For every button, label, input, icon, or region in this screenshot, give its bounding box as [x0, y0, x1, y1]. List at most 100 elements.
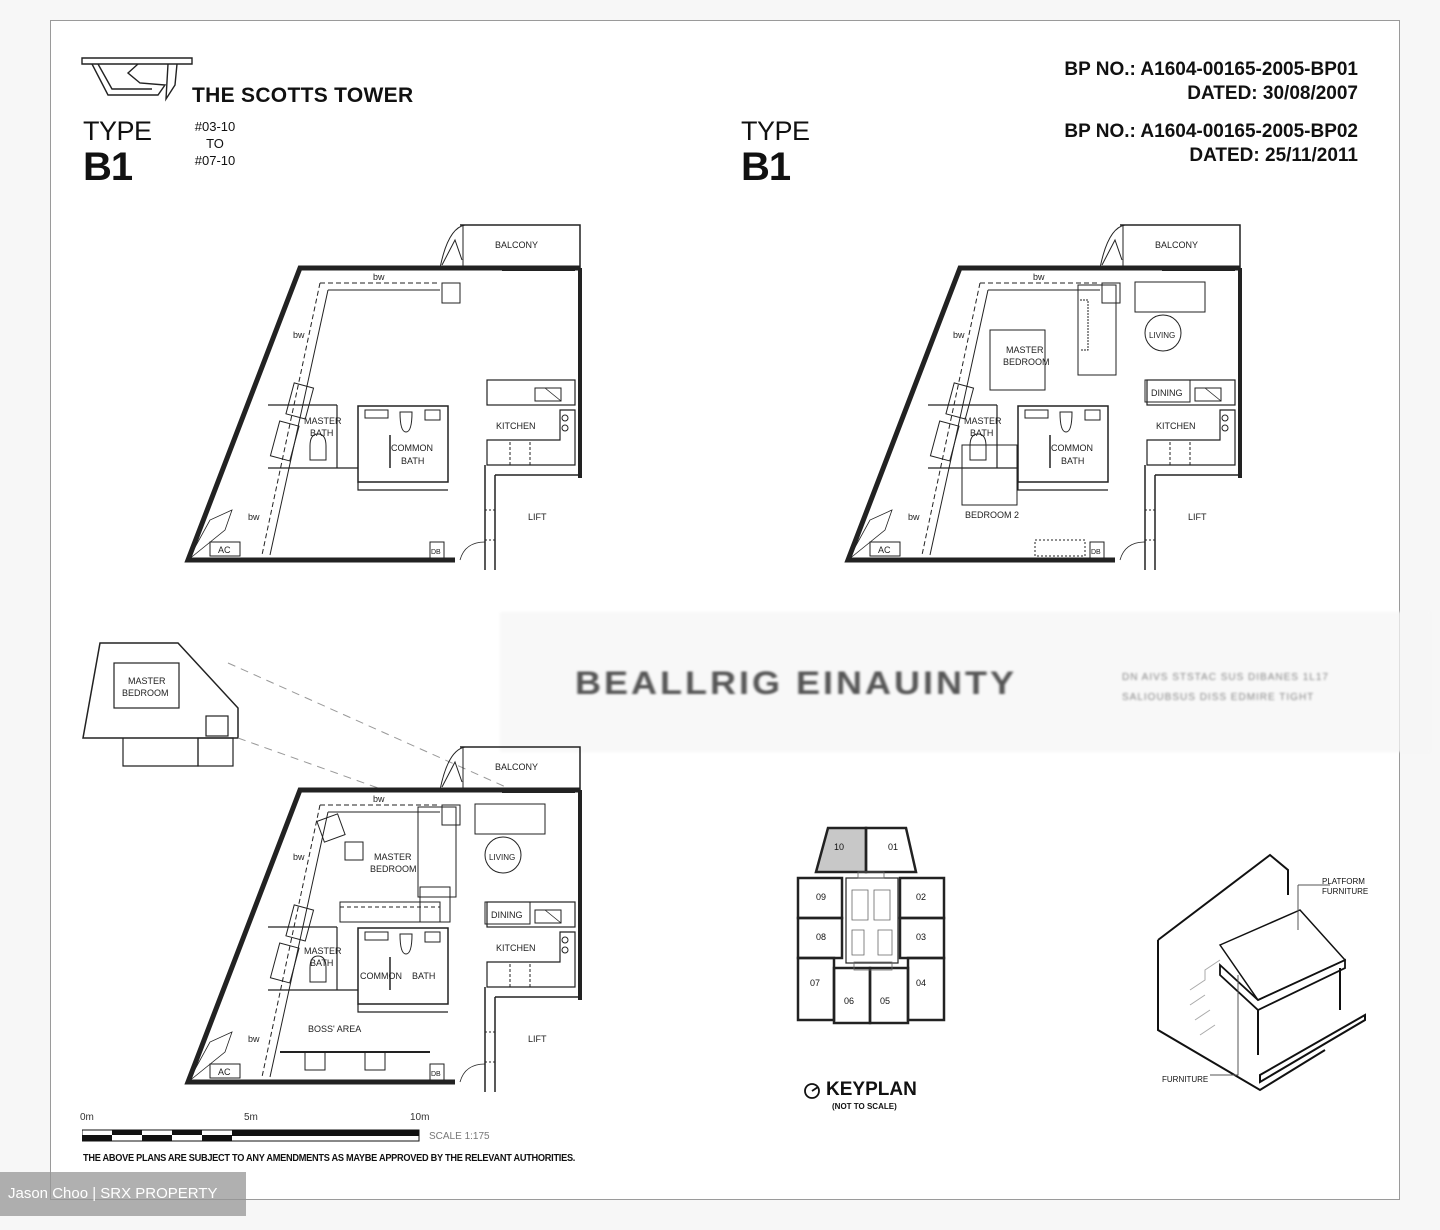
bp-date: DATED: 25/11/2011 — [1189, 145, 1358, 166]
keyplan-unit: 07 — [810, 978, 821, 988]
label-kitchen: KITCHEN — [496, 943, 536, 953]
label-ac: AC — [218, 1067, 231, 1077]
platform-inset: MASTER BEDROOM — [82, 642, 509, 788]
keyplan-unit: 03 — [916, 932, 927, 942]
label-bw: bw — [373, 272, 385, 282]
label-balcony: BALCONY — [1155, 240, 1198, 250]
keyplan-diagram — [796, 826, 946, 1025]
label-common-bath: BATH — [401, 456, 424, 466]
keyplan-unit: 01 — [888, 842, 899, 852]
label-db: DB — [431, 1071, 441, 1078]
label-master-bedroom: MASTER — [128, 676, 166, 686]
disclaimer: THE ABOVE PLANS ARE SUBJECT TO ANY AMEND… — [83, 1153, 576, 1164]
tst-logo — [81, 57, 193, 102]
unit-to-word: TO — [206, 136, 224, 151]
unit-from: #03-10 — [194, 119, 236, 134]
keyplan-subtitle: (NOT TO SCALE) — [832, 1102, 897, 1111]
keyplan-unit: 09 — [816, 892, 827, 902]
type-code: B1 — [741, 145, 791, 189]
approval-2: BP NO.: A1604-00165-2005-BP02 DATED: 25/… — [1064, 120, 1358, 168]
furniture-label: FURNITURE — [1162, 1075, 1209, 1084]
label-dining: DINING — [491, 910, 523, 920]
north-arrow-icon — [804, 1083, 820, 1099]
floor-plan-original: BALCONY bw bw bw MASTER BATH COMMON BATH… — [180, 220, 600, 580]
floor-plan-platform: BALCONY bw bw bw MASTER BEDROOM LIVING D… — [180, 742, 600, 1102]
type-label-left: TYPE B1 — [83, 116, 152, 187]
label-bw: bw — [1033, 272, 1045, 282]
label-balcony: BALCONY — [495, 240, 538, 250]
label-kitchen: KITCHEN — [496, 421, 536, 431]
label-living: LIVING — [489, 853, 515, 862]
label-master-bath: MASTER — [304, 946, 342, 956]
label-db: DB — [1091, 549, 1101, 556]
watermark: Jason Choo | SRX PROPERTY — [0, 1172, 246, 1216]
keyplan-unit: 02 — [916, 892, 927, 902]
label-bw: bw — [953, 330, 965, 340]
type-word: TYPE — [83, 116, 152, 146]
label-master-bedroom: BEDROOM — [370, 864, 417, 874]
label-master-bath: MASTER — [304, 416, 342, 426]
label-bw: bw — [248, 1034, 260, 1044]
label-bw: bw — [373, 794, 385, 804]
label-common-bath: COMMON — [391, 443, 433, 453]
unit-to: #07-10 — [194, 153, 236, 168]
label-ac: AC — [218, 545, 231, 555]
keyplan-unit: 08 — [816, 932, 827, 942]
label-common-bath: BATH — [1061, 456, 1084, 466]
label-dining: DINING — [1151, 388, 1183, 398]
bp-number: BP NO.: A1604-00165-2005-BP01 — [1064, 59, 1358, 80]
label-master-bath: BATH — [310, 958, 333, 968]
type-code: B1 — [83, 145, 133, 189]
label-lift: LIFT — [1188, 512, 1207, 522]
label-bw: bw — [293, 852, 305, 862]
label-bw: bw — [293, 330, 305, 340]
overlay-line: SALIOUBSUS DISS EDMIRE TIGHT — [1122, 692, 1315, 703]
scale-tick: 5m — [244, 1112, 258, 1123]
label-db: DB — [431, 549, 441, 556]
type-word: TYPE — [741, 116, 810, 146]
unit-range: #03-10 TO #07-10 — [193, 118, 237, 169]
drawing-sheet — [50, 20, 1400, 1200]
overlay-line: DN AIVS STSTAC SUS DIBANES 1L17 — [1122, 672, 1329, 683]
label-line: PLATFORM — [1322, 877, 1365, 886]
label-common-bath: COMMON — [1051, 443, 1093, 453]
label-common-bath: BATH — [412, 971, 435, 981]
isometric-platform-diagram — [1157, 853, 1366, 1092]
blurred-overlay-band — [500, 612, 1430, 752]
label-lift: LIFT — [528, 512, 547, 522]
label-master-bedroom: BEDROOM — [1003, 357, 1050, 367]
label-kitchen: KITCHEN — [1156, 421, 1196, 431]
scale-tick: 0m — [80, 1112, 94, 1123]
keyplan-unit: 05 — [880, 996, 891, 1006]
keyplan-title: KEYPLAN — [826, 1079, 917, 1100]
label-common-bath: COMMON — [360, 971, 402, 981]
approval-1: BP NO.: A1604-00165-2005-BP01 DATED: 30/… — [1064, 58, 1358, 106]
label-master-bedroom: MASTER — [1006, 345, 1044, 355]
platform-furniture-label: PLATFORM FURNITURE — [1322, 877, 1368, 897]
bp-date: DATED: 30/08/2007 — [1187, 83, 1358, 104]
label-balcony: BALCONY — [495, 762, 538, 772]
keyplan-unit: 06 — [844, 996, 855, 1006]
overlay-text: BEALLRIG EINAUINTY — [575, 664, 1018, 701]
label-bw: bw — [248, 512, 260, 522]
floor-plan-furnished: BALCONY bw bw bw MASTER BEDROOM LIVING D… — [840, 220, 1260, 580]
label-lift: LIFT — [528, 1034, 547, 1044]
label-living: LIVING — [1149, 331, 1175, 340]
label-boss-area: BOSS' AREA — [308, 1024, 361, 1034]
label-master-bedroom: BEDROOM — [122, 688, 169, 698]
label-master-bedroom: MASTER — [374, 852, 412, 862]
label-master-bath: BATH — [970, 428, 993, 438]
type-label-right: TYPE B1 — [741, 116, 810, 187]
label-bedroom2: BEDROOM 2 — [965, 510, 1019, 520]
label-master-bath: BATH — [310, 428, 333, 438]
label-bw: bw — [908, 512, 920, 522]
label-line: FURNITURE — [1322, 887, 1369, 896]
project-name: THE SCOTTS TOWER — [192, 84, 414, 107]
keyplan-unit: 04 — [916, 978, 927, 988]
bp-number: BP NO.: A1604-00165-2005-BP02 — [1064, 121, 1358, 142]
keyplan-unit: 10 — [834, 842, 845, 852]
scale-ratio: SCALE 1:175 — [429, 1131, 490, 1142]
scale-tick: 10m — [410, 1112, 430, 1123]
label-ac: AC — [878, 545, 891, 555]
overlay-small-text: DN AIVS STSTAC SUS DIBANES 1L17 SALIOUBS… — [1122, 668, 1372, 708]
